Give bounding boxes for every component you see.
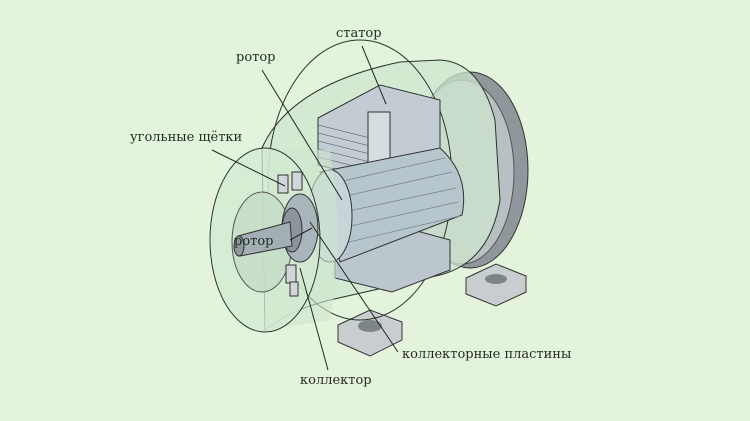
label-rotor-left: ротор bbox=[234, 234, 274, 249]
leader-rotor-left bbox=[289, 227, 313, 241]
shaft bbox=[233, 221, 293, 257]
leader-commutator bbox=[299, 267, 329, 371]
leader-stator bbox=[361, 45, 387, 105]
mounting-foot-front bbox=[337, 309, 403, 357]
leader-brushes bbox=[211, 149, 286, 187]
mounting-foot-rear bbox=[465, 263, 527, 307]
label-commutator-plates: коллекторные пластины bbox=[402, 347, 572, 362]
leader-rotor-top bbox=[261, 69, 343, 201]
carbon-brushes bbox=[277, 171, 303, 297]
label-commutator: коллектор bbox=[300, 373, 372, 388]
label-rotor-top: ротор bbox=[236, 50, 276, 65]
label-stator: статор bbox=[336, 26, 382, 41]
leader-lines bbox=[211, 45, 399, 371]
leader-commutator-plates bbox=[309, 221, 399, 353]
label-carbon-brushes: угольные щётки bbox=[130, 130, 243, 145]
